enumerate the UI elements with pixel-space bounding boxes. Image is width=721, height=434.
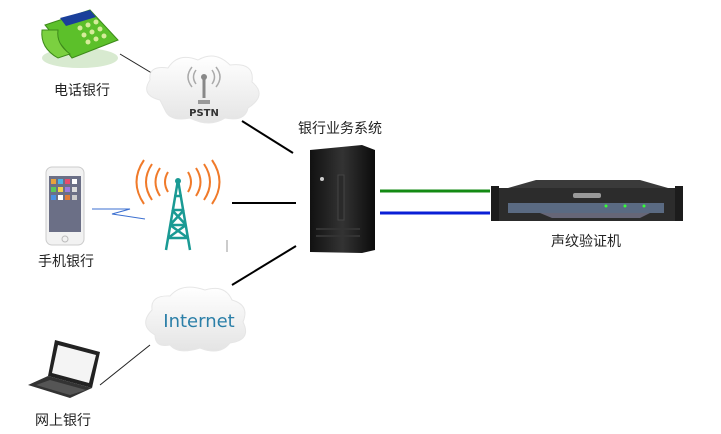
pstn-cloud-icon (146, 55, 260, 124)
laptop-icon (28, 340, 100, 398)
telephone-icon (41, 9, 119, 68)
core-system-label: 银行业务系统 (298, 121, 382, 137)
link-internet-server (231, 245, 297, 286)
cell-tower-icon (135, 159, 221, 251)
mobile-banking-label: 手机银行 (38, 254, 94, 270)
phone-banking-label: 电话银行 (54, 83, 110, 99)
internet-label: Internet (163, 311, 235, 332)
link-laptop-internet (99, 344, 151, 386)
voiceprint-label: 声纹验证机 (551, 234, 621, 250)
pstn-label: PSTN (189, 108, 219, 119)
online-banking-label: 网上银行 (35, 413, 91, 429)
smartphone-icon (45, 166, 85, 246)
link-pstn-server (241, 120, 294, 154)
server-tower-icon (310, 145, 375, 253)
internet-cloud-icon (145, 286, 247, 352)
rack-server-icon (491, 180, 683, 221)
wireless-link (92, 208, 146, 220)
